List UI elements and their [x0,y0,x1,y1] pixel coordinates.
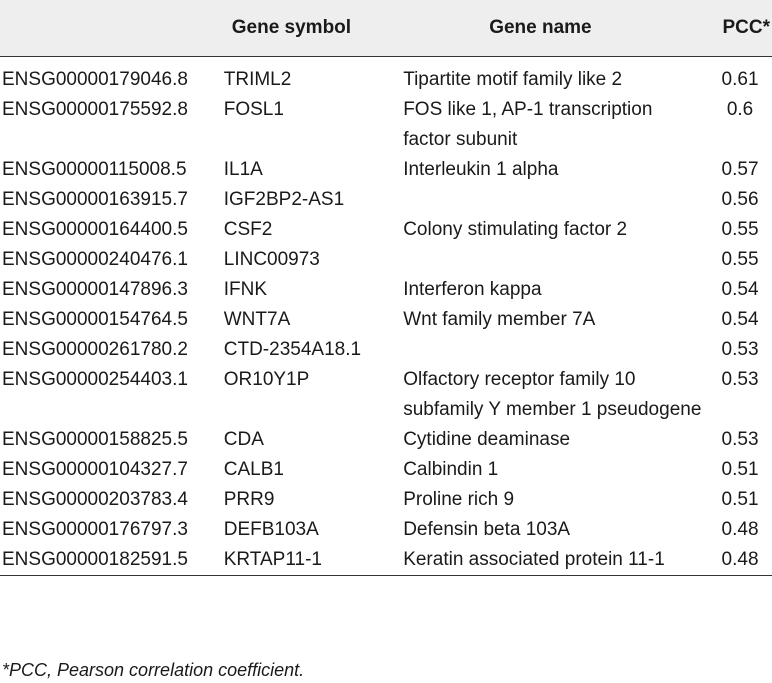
table-row: ENSG00000147896.3 IFNK Interferon kappa 0.5… [0,275,772,305]
cell-ensembl-id: ENSG00000254403.1 [2,369,188,390]
cell-pcc: 0.51 [721,459,759,480]
cell-gene-symbol: IGF2BP2-AS1 [223,189,345,210]
cell-pcc: 0.6 [726,99,754,120]
cell-gene-name: Keratin associated protein 11-1 [403,549,665,570]
cell-pcc: 0.54 [721,279,759,300]
table-row: ENSG00000175592.8 FOSL1 FOS like 1, AP-1 t… [0,95,772,155]
cell-ensembl-id: ENSG00000182591.5 [2,549,188,570]
table-row: ENSG00000115008.5 IL1A Interleukin 1 alpha… [0,155,772,185]
cell-gene-name: Interleukin 1 alpha [403,159,559,180]
cell-pcc: 0.61 [721,69,759,90]
gene-table: Gene symbol Gene name PCC* ENSG000001790… [0,0,772,576]
cell-pcc: 0.48 [721,519,759,540]
cell-ensembl-id: ENSG00000179046.8 [2,69,188,90]
cell-pcc: 0.57 [721,159,759,180]
cell-gene-symbol: CALB1 [223,459,284,480]
cell-gene-symbol: KRTAP11-1 [223,549,322,570]
cell-gene-name: Olfactory receptor family 10 subfamily Y… [403,369,702,420]
cell-pcc: 0.56 [721,189,759,210]
cell-gene-name: Interferon kappa [403,279,542,300]
table-row: ENSG00000158825.5 CDA Cytidine deaminase 0.… [0,425,772,455]
table-body: ENSG00000179046.8 TRIML2 Tipartite motif f… [0,57,772,575]
cell-gene-symbol: PRR9 [223,489,275,510]
cell-gene-name: FOS like 1, AP-1 transcription factor su… [403,99,653,150]
header-gene-symbol: Gene symbol [231,17,352,38]
header-row: Gene symbol Gene name PCC* [0,0,772,56]
cell-pcc: 0.55 [721,249,759,270]
cell-ensembl-id: ENSG00000175592.8 [2,99,188,120]
cell-ensembl-id: ENSG00000203783.4 [2,489,188,510]
cell-pcc: 0.53 [721,429,759,450]
header-ensembl-id [0,0,224,56]
table-row: ENSG00000240476.1 LINC00973 0.55 [0,245,772,275]
cell-gene-name: Wnt family member 7A [403,309,596,330]
cell-gene-symbol: CSF2 [223,219,273,240]
cell-ensembl-id: ENSG00000163915.7 [2,189,188,210]
cell-gene-name: Cytidine deaminase [403,429,571,450]
cell-gene-name: Proline rich 9 [403,489,515,510]
table-row: ENSG00000104327.7 CALB1 Calbindin 1 0.51 [0,455,772,485]
cell-ensembl-id: ENSG00000158825.5 [2,429,188,450]
cell-pcc: 0.53 [721,339,759,360]
cell-pcc: 0.48 [721,549,759,570]
cell-pcc: 0.53 [721,369,759,390]
cell-pcc: 0.54 [721,309,759,330]
table-bottom-divider [0,575,772,576]
cell-gene-name: Tipartite motif family like 2 [403,69,623,90]
table-row: ENSG00000163915.7 IGF2BP2-AS1 0.56 [0,185,772,215]
cell-gene-symbol: IL1A [223,159,263,180]
header-pcc: PCC* [722,17,770,38]
table-row: ENSG00000261780.2 CTD-2354A18.1 0.53 [0,335,772,365]
cell-ensembl-id: ENSG00000176797.3 [2,519,188,540]
table-row: ENSG00000179046.8 TRIML2 Tipartite motif f… [0,57,772,95]
cell-gene-name: Calbindin 1 [403,459,499,480]
table-row: ENSG00000154764.5 WNT7A Wnt family member … [0,305,772,335]
cell-ensembl-id: ENSG00000261780.2 [2,339,188,360]
cell-gene-name [403,245,708,275]
table-row: ENSG00000203783.4 PRR9 Proline rich 9 0.51 [0,485,772,515]
cell-ensembl-id: ENSG00000115008.5 [2,159,187,180]
cell-pcc: 0.51 [721,489,759,510]
cell-gene-name [403,335,708,365]
cell-ensembl-id: ENSG00000164400.5 [2,219,188,240]
cell-gene-name: Defensin beta 103A [403,519,571,540]
cell-ensembl-id: ENSG00000147896.3 [2,279,188,300]
cell-gene-name: Colony stimulating factor 2 [403,219,628,240]
cell-gene-symbol: CDA [223,429,264,450]
cell-ensembl-id: ENSG00000104327.7 [2,459,188,480]
cell-gene-symbol: IFNK [223,279,268,300]
cell-gene-symbol: FOSL1 [223,99,284,120]
cell-gene-symbol: DEFB103A [223,519,319,540]
table-row: ENSG00000176797.3 DEFB103A Defensin beta 1… [0,515,772,545]
cell-gene-symbol: CTD-2354A18.1 [223,339,362,360]
cell-gene-name [403,185,708,215]
header-gene-name: Gene name [489,17,592,38]
cell-gene-symbol: TRIML2 [223,69,292,90]
table-row: ENSG00000164400.5 CSF2 Colony stimulating … [0,215,772,245]
cell-gene-symbol: LINC00973 [223,249,320,270]
table-footnote: *PCC, Pearson correlation coefficient. [2,660,305,680]
cell-ensembl-id: ENSG00000154764.5 [2,309,188,330]
cell-pcc: 0.55 [721,219,759,240]
table-header: Gene symbol Gene name PCC* [0,0,772,57]
cell-ensembl-id: ENSG00000240476.1 [2,249,188,270]
table-row: ENSG00000182591.5 KRTAP11-1 Keratin associ… [0,545,772,575]
cell-gene-symbol: OR10Y1P [223,369,310,390]
table-row: ENSG00000254403.1 OR10Y1P Olfactory recept… [0,365,772,425]
header-divider [0,56,772,57]
cell-gene-symbol: WNT7A [223,309,291,330]
